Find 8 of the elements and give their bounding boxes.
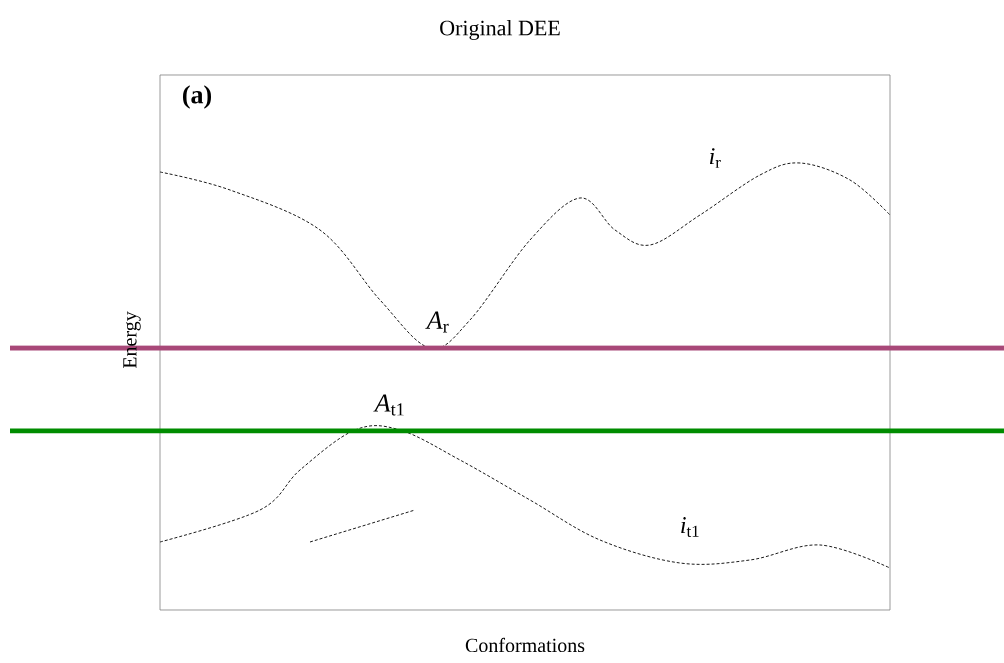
panel-label: (a) [183, 85, 211, 109]
curve-label: A$_{r}$ [425, 311, 449, 333]
curve-label: i$_{t1}$ [681, 517, 699, 537]
axis-label: Conformations [465, 637, 585, 653]
curve-label: A$_{t1}$ [373, 394, 404, 416]
plot-title: Original DEE [440, 20, 560, 40]
axis-label: Energy [123, 311, 141, 369]
curve-label: i$_{r}$ [709, 148, 721, 168]
